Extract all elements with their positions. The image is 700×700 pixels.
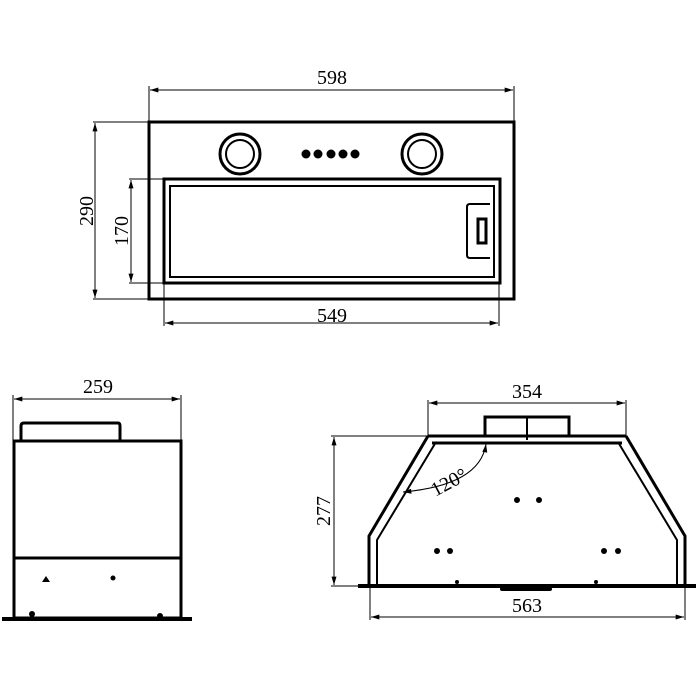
filter-handle-icon xyxy=(466,203,490,259)
height-277-label: 277 xyxy=(313,496,335,526)
height-290-label: 290 xyxy=(76,196,98,226)
left-knob-icon xyxy=(218,132,262,176)
side-view: 259 xyxy=(2,376,192,621)
width-354-label: 354 xyxy=(512,381,542,403)
control-buttons-icon xyxy=(301,149,360,159)
angle-arc xyxy=(402,443,488,494)
profile-view: 354 120° 277 563 xyxy=(313,381,696,620)
width-563-label: 563 xyxy=(512,595,542,617)
hood-front-outline xyxy=(147,120,516,301)
front-view: 598 290 170 549 xyxy=(76,67,516,327)
height-170-label: 170 xyxy=(111,216,133,246)
angle-120-label: 120° xyxy=(427,464,471,501)
depth-259-label: 259 xyxy=(83,376,113,398)
width-598-label: 598 xyxy=(317,67,347,89)
filter-panel xyxy=(162,177,502,285)
width-549-label: 549 xyxy=(317,305,347,327)
right-knob-icon xyxy=(400,132,444,176)
